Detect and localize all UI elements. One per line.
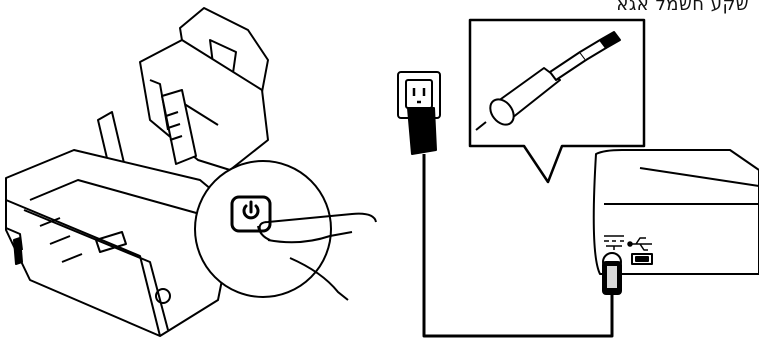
power-icon xyxy=(242,200,260,220)
power-button-magnified xyxy=(230,195,272,233)
scanner-power-button xyxy=(155,288,171,304)
power-connection-illustration xyxy=(397,18,759,338)
scanner-side-view xyxy=(592,149,759,275)
pressing-finger xyxy=(258,212,377,231)
paper-guide-right xyxy=(161,89,197,165)
usb-icon xyxy=(627,237,652,251)
figure-caption: שקע חשמל אגא xyxy=(616,0,749,15)
scanner-illustration xyxy=(5,7,269,337)
speech-bubble xyxy=(468,18,646,184)
power-port-icon xyxy=(604,235,624,250)
power-cable xyxy=(422,154,614,338)
power-adapter-plug-icon xyxy=(475,31,621,131)
power-adapter-plug xyxy=(407,107,437,155)
power-button-callout xyxy=(194,160,377,301)
